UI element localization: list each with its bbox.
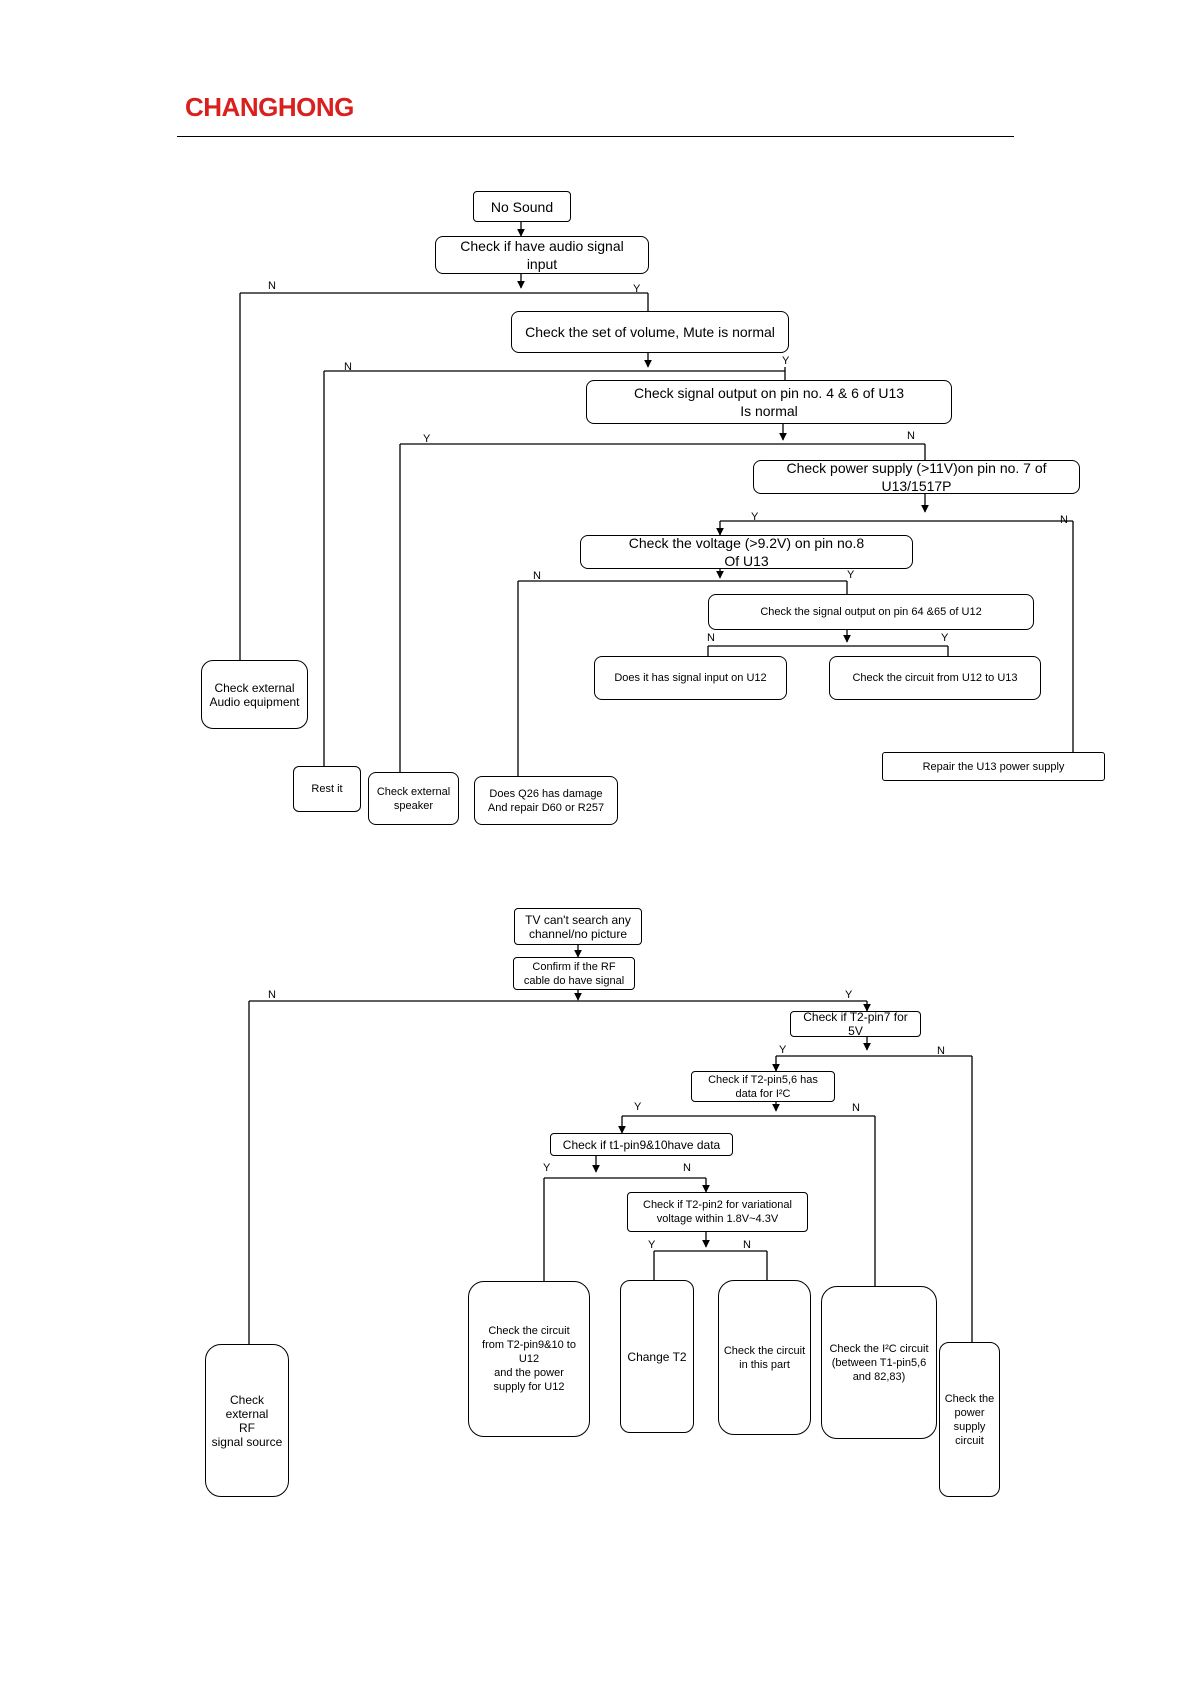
circuit-u12-u13-box: Check the circuit from U12 to U13 bbox=[829, 656, 1041, 700]
circuit-this-part-box: Check the circuit in this part bbox=[718, 1280, 811, 1435]
flow1-label-y5: Y bbox=[847, 569, 855, 581]
rf-cable-confirm-box: Confirm if the RF cable do have signal bbox=[513, 957, 635, 990]
t1-pin910-check-box: Check if t1-pin9&10have data bbox=[550, 1133, 733, 1156]
flow2-label-n5: N bbox=[743, 1239, 751, 1251]
flow2-label-y4: Y bbox=[543, 1162, 551, 1174]
flow2-label-n3: N bbox=[852, 1102, 860, 1114]
voltage-92v-check-box: Check the voltage (>9.2V) on pin no.8 Of… bbox=[580, 535, 913, 569]
flow2-label-y1: Y bbox=[845, 989, 853, 1001]
external-rf-source-box: Check external RF signal source bbox=[205, 1344, 289, 1497]
no-sound-box: No Sound bbox=[473, 191, 571, 222]
t2-pin7-check-box: Check if T2-pin7 for 5V bbox=[790, 1010, 921, 1038]
flow1-label-y1: Y bbox=[633, 283, 641, 295]
flow1-label-y2: Y bbox=[782, 355, 790, 367]
i2c-circuit-box: Check the I²C circuit (between T1-pin5,6… bbox=[821, 1286, 937, 1439]
flow2-label-n1: N bbox=[268, 989, 276, 1001]
q26-damage-box: Does Q26 has damage And repair D60 or R2… bbox=[474, 776, 618, 825]
tv-cant-search-box: TV can't search any channel/no picture bbox=[514, 908, 642, 945]
flow1-label-n2: N bbox=[344, 361, 352, 373]
flow2-label-n2: N bbox=[937, 1045, 945, 1057]
change-t2-box: Change T2 bbox=[620, 1280, 694, 1433]
audio-input-check-box: Check if have audio signal input bbox=[435, 236, 649, 274]
circuit-t2-to-u12-box: Check the circuit from T2-pin9&10 to U12… bbox=[468, 1281, 590, 1437]
power-supply-circuit-box: Check the power supply circuit bbox=[939, 1342, 1000, 1497]
flow1-label-n1: N bbox=[268, 280, 276, 292]
t2-pin2-voltage-check-box: Check if T2-pin2 for variational voltage… bbox=[627, 1192, 808, 1232]
flow1-label-n3: N bbox=[907, 430, 915, 442]
flow1-label-y3: Y bbox=[423, 433, 431, 445]
flow1-label-y6: Y bbox=[941, 632, 949, 644]
pin46-output-check-box: Check signal output on pin no. 4 & 6 of … bbox=[586, 380, 952, 424]
flow1-label-y4: Y bbox=[751, 511, 759, 523]
flow1-label-n6: N bbox=[707, 632, 715, 644]
header-divider bbox=[177, 136, 1014, 137]
external-audio-equipment-box: Check external Audio equipment bbox=[201, 660, 308, 729]
flow2-label-y2: Y bbox=[779, 1044, 787, 1056]
t2-pin56-check-box: Check if T2-pin5,6 has data for I²C bbox=[691, 1071, 835, 1102]
pin6465-output-check-box: Check the signal output on pin 64 &65 of… bbox=[708, 594, 1034, 630]
volume-mute-check-box: Check the set of volume, Mute is normal bbox=[511, 311, 789, 353]
repair-u13-power-box: Repair the U13 power supply bbox=[882, 752, 1105, 781]
power-supply-11v-check-box: Check power supply (>11V)on pin no. 7 of… bbox=[753, 460, 1080, 494]
flow2-label-y5: Y bbox=[648, 1239, 656, 1251]
reset-box: Rest it bbox=[293, 766, 361, 812]
flow1-label-n5: N bbox=[533, 570, 541, 582]
flow2-label-y3: Y bbox=[634, 1101, 642, 1113]
u12-signal-input-box: Does it has signal input on U12 bbox=[594, 656, 787, 700]
changhong-logo: CHANGHONG bbox=[185, 92, 354, 122]
flow1-label-n4: N bbox=[1060, 514, 1068, 526]
external-speaker-box: Check external speaker bbox=[368, 772, 459, 825]
flow2-label-n4: N bbox=[683, 1162, 691, 1174]
